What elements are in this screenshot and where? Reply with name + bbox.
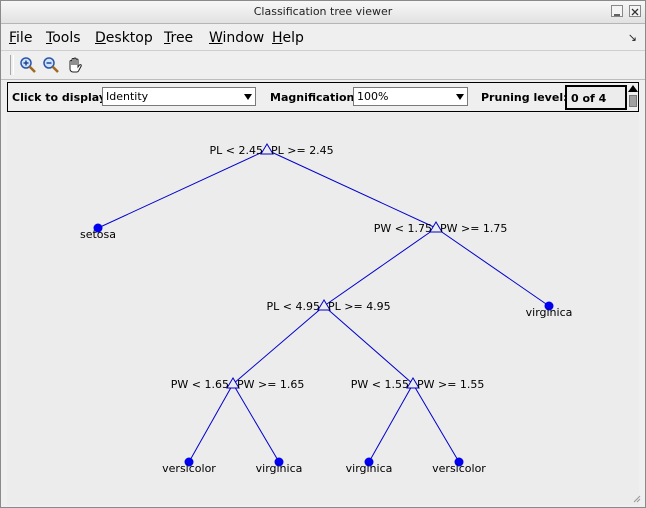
display-select-value: Identity	[106, 90, 149, 103]
pruning-label: Pruning level:	[481, 91, 568, 104]
pruning-level-value: 0 of 4	[571, 92, 607, 105]
leaf-node-marker[interactable]	[544, 301, 554, 311]
split-node-marker[interactable]	[226, 377, 240, 389]
tree-edge	[368, 383, 414, 463]
menu-window[interactable]: Window	[209, 30, 265, 46]
tree-edge	[97, 149, 268, 229]
leaf-label: versicolor	[162, 462, 216, 475]
display-controls-panel: Click to display: Identity Magnification…	[7, 82, 639, 112]
leaf-node-marker[interactable]	[364, 457, 374, 467]
menu-tools[interactable]: Tools	[46, 30, 81, 46]
magnification-select-value: 100%	[357, 90, 389, 103]
split-right-label: PL >= 2.45	[271, 144, 334, 157]
tree-edge	[232, 305, 325, 385]
leaf-node-marker[interactable]	[184, 457, 194, 467]
resize-grip-icon[interactable]	[633, 495, 641, 503]
leaf-label: virginica	[256, 462, 303, 475]
leaf-label: virginica	[526, 306, 573, 319]
split-node-marker[interactable]	[406, 377, 420, 389]
zoom-out-icon	[43, 57, 59, 73]
tree-diagram[interactable]: PL < 2.45 PL >= 2.45 setosa PW < 1.75 PW >= …	[7, 113, 639, 505]
spin-up-icon[interactable]	[628, 85, 638, 92]
menu-tree[interactable]: Tree	[164, 30, 194, 46]
title-bar[interactable]: Classification tree viewer	[1, 1, 645, 24]
tree-edge	[266, 149, 437, 229]
magnification-select[interactable]: 100%	[353, 87, 468, 106]
display-select[interactable]: Identity	[102, 87, 256, 106]
leaf-node-marker[interactable]	[274, 457, 284, 467]
minimize-icon	[614, 14, 620, 16]
display-label: Click to display:	[12, 91, 111, 104]
tree-edge	[188, 383, 234, 463]
menu-help[interactable]: Help	[272, 30, 304, 46]
tree-edge	[323, 305, 414, 385]
magnification-label: Magnification:	[270, 91, 359, 104]
menu-desktop[interactable]: Desktop	[95, 30, 153, 46]
toolbar	[1, 51, 645, 80]
tree-edge	[412, 383, 460, 463]
pan-button[interactable]	[65, 55, 85, 75]
tree-edge	[323, 227, 437, 307]
split-node-marker[interactable]	[317, 299, 331, 311]
split-node-marker[interactable]	[260, 143, 274, 155]
split-left-label: PW < 1.75	[374, 222, 432, 235]
close-button[interactable]	[629, 5, 641, 17]
window-title: Classification tree viewer	[253, 5, 393, 18]
close-icon	[631, 8, 639, 16]
dock-arrow-icon[interactable]: ↘	[627, 31, 637, 44]
toolbar-grip[interactable]	[10, 55, 14, 75]
tree-edge	[232, 383, 280, 463]
leaf-label: setosa	[80, 228, 116, 241]
split-left-label: PW < 1.65	[171, 378, 229, 391]
tree-edge	[435, 227, 550, 307]
zoom-in-icon	[20, 57, 36, 73]
chevron-down-icon	[456, 94, 464, 100]
pruning-spinner[interactable]	[628, 85, 638, 110]
split-left-label: PW < 1.55	[351, 378, 409, 391]
tree-canvas[interactable]: PL < 2.45 PL >= 2.45 setosa PW < 1.75 PW >= …	[7, 113, 639, 505]
leaf-label: versicolor	[432, 462, 486, 475]
menu-bar: File Tools Desktop Tree Window Help ↘	[1, 24, 645, 51]
split-left-label: PL < 2.45	[210, 144, 263, 157]
split-right-label: PW >= 1.75	[440, 222, 507, 235]
minimize-button[interactable]	[611, 5, 623, 17]
chevron-down-icon	[244, 94, 252, 100]
leaf-node-marker[interactable]	[93, 223, 103, 233]
split-right-label: PL >= 4.95	[328, 300, 391, 313]
split-left-label: PL < 4.95	[267, 300, 320, 313]
leaf-node-marker[interactable]	[454, 457, 464, 467]
split-node-marker[interactable]	[429, 221, 443, 233]
split-right-label: PW >= 1.55	[417, 378, 484, 391]
leaf-label: virginica	[346, 462, 393, 475]
pruning-level-field[interactable]: 0 of 4	[565, 85, 627, 110]
pan-hand-icon	[69, 57, 82, 73]
zoom-out-button[interactable]	[41, 55, 61, 75]
split-right-label: PW >= 1.65	[237, 378, 304, 391]
menu-file[interactable]: File	[9, 30, 33, 46]
zoom-in-button[interactable]	[18, 55, 38, 75]
spinner-thumb[interactable]	[629, 95, 637, 107]
